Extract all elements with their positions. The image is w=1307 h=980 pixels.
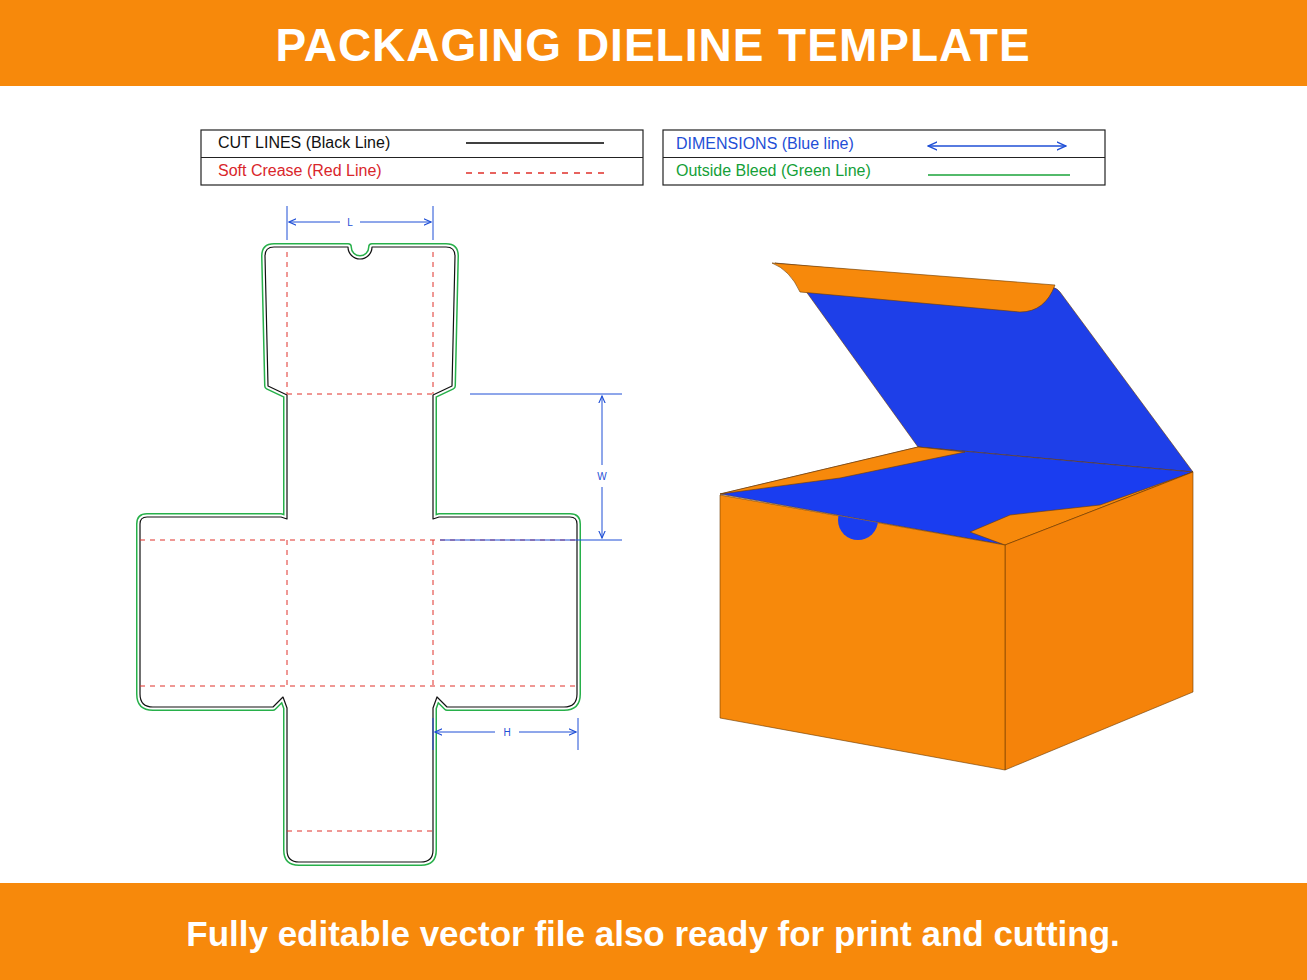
- title: PACKAGING DIELINE TEMPLATE: [275, 18, 1030, 72]
- footer-bar: [0, 883, 1307, 980]
- legend-text: CUT LINES (Black Line): [218, 134, 390, 152]
- cut-line-sample: [466, 142, 604, 143]
- legend-table: [201, 130, 1105, 185]
- legend-text: DIMENSIONS (Blue line): [676, 135, 854, 153]
- dieline: [140, 247, 577, 862]
- legend-text: Soft Crease (Red Line): [218, 162, 382, 180]
- box-render: [720, 263, 1193, 770]
- dimension-label: L: [345, 217, 355, 228]
- bleed-line-sample: [928, 174, 1070, 175]
- crease-line-sample: [466, 172, 604, 173]
- legend-text: Outside Bleed (Green Line): [676, 162, 871, 180]
- caption: Fully editable vector file also ready fo…: [186, 914, 1120, 954]
- dimension-line-sample: [928, 145, 1066, 146]
- dimension-label: H: [501, 727, 512, 738]
- header-bar: [0, 0, 1307, 86]
- dimension-label: W: [595, 471, 608, 482]
- dimension-lines: [287, 206, 622, 750]
